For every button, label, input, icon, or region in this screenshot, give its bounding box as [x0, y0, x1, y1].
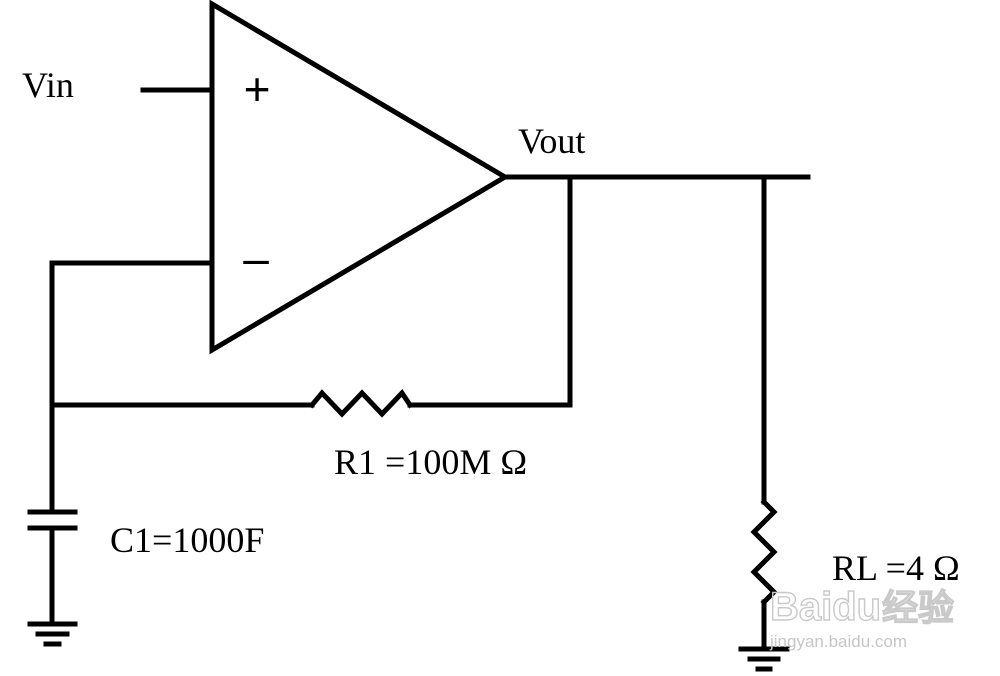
minus-sign: – — [243, 232, 269, 284]
vout-label: Vout — [518, 121, 585, 161]
rl-label: RL =4 Ω — [832, 548, 960, 588]
vin-label: Vin — [22, 65, 74, 105]
resistor-rl-symbol — [750, 498, 778, 606]
ground-icon — [27, 621, 78, 647]
watermark: Baidu 经验 jingyan.baidu.com — [769, 584, 955, 651]
ground-icon — [738, 646, 790, 672]
r1-label: R1 =100M Ω — [334, 442, 527, 482]
c1-label: C1=1000F — [110, 520, 264, 560]
opamp-triangle — [209, 0, 510, 355]
resistor-r1-symbol — [308, 389, 414, 418]
plus-sign: + — [244, 63, 271, 115]
watermark-logo: Baidu — [770, 585, 881, 629]
watermark-cn: 经验 — [882, 588, 954, 629]
watermark-url: jingyan.baidu.com — [769, 632, 907, 651]
